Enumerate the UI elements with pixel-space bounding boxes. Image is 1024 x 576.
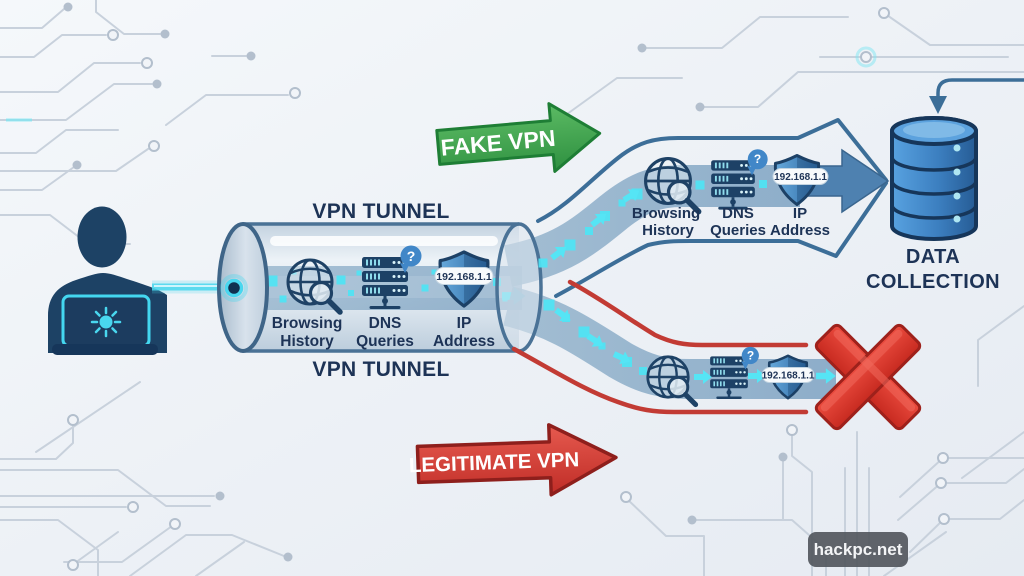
legit-dns-server: ?	[708, 345, 761, 399]
question-badge: ?	[747, 349, 754, 363]
fake-item-dns-queries: ? DNS Queries	[709, 147, 770, 239]
tunnel-item-dns-queries: ? DNS Queries	[356, 244, 423, 350]
legit-ip-shield: 192.168.1.1	[761, 354, 815, 400]
branch-border-bottom	[511, 346, 809, 415]
watermark: hackpc.net	[808, 532, 908, 567]
connection-line	[152, 280, 228, 294]
tunnel-right-cap	[495, 222, 543, 353]
database-icon: DATA COLLECTION	[866, 116, 1000, 293]
database-inflow-arrow	[929, 78, 1024, 114]
item-label: History	[642, 222, 694, 239]
fake-vpn-path: Browsing History ? DNS Queries 192.168.1…	[536, 118, 890, 298]
vpn-tunnel-label-top: VPN TUNNEL	[312, 200, 449, 223]
item-label: DNS	[369, 315, 402, 332]
vpn-tunnel: VPN TUNNEL Browsing History ? DNS Querie	[243, 200, 526, 381]
vpn-tunnel-label-bottom: VPN TUNNEL	[312, 358, 449, 381]
ip-value: 192.168.1.1	[762, 371, 815, 382]
item-label: History	[280, 333, 334, 350]
fake-item-ip-address: 192.168.1.1 IP Address	[770, 154, 830, 239]
item-label: Queries	[710, 222, 766, 239]
connection-node	[220, 274, 248, 302]
item-label: IP	[793, 205, 807, 222]
sun-icon	[90, 306, 122, 338]
item-label: Address	[433, 333, 495, 350]
item-label: DNS	[722, 205, 754, 222]
item-label: Browsing	[272, 315, 343, 332]
data-collection-label: DATA	[906, 246, 960, 268]
item-label: Browsing	[632, 205, 700, 222]
branch-border-top	[567, 279, 809, 348]
item-label: Queries	[356, 333, 414, 350]
person-icon	[48, 206, 167, 355]
branch-border-top	[536, 118, 888, 223]
question-badge: ?	[754, 152, 761, 166]
legitimate-vpn-path: ? 192.168.1.1	[511, 279, 922, 431]
item-label: IP	[457, 315, 472, 332]
laptop-icon	[52, 294, 158, 355]
question-badge: ?	[407, 248, 416, 264]
branch-border-bottom	[554, 181, 888, 298]
data-collection-label: COLLECTION	[866, 271, 1000, 293]
tunnel-item-browsing-history: Browsing History	[272, 260, 343, 350]
tunnel-item-ip-address: 192.168.1.1 IP Address	[433, 250, 495, 350]
fake-item-browsing-history: Browsing History	[632, 159, 700, 239]
watermark-text: hackpc.net	[814, 540, 903, 559]
legitimate-vpn-arrow: LEGITIMATE VPN	[408, 423, 618, 497]
item-label: Address	[770, 222, 830, 239]
ip-value: 192.168.1.1	[774, 172, 827, 183]
ip-value: 192.168.1.1	[436, 271, 492, 283]
blocked-x-icon	[814, 323, 922, 431]
fake-vpn-arrow: FAKE VPN	[435, 102, 602, 173]
